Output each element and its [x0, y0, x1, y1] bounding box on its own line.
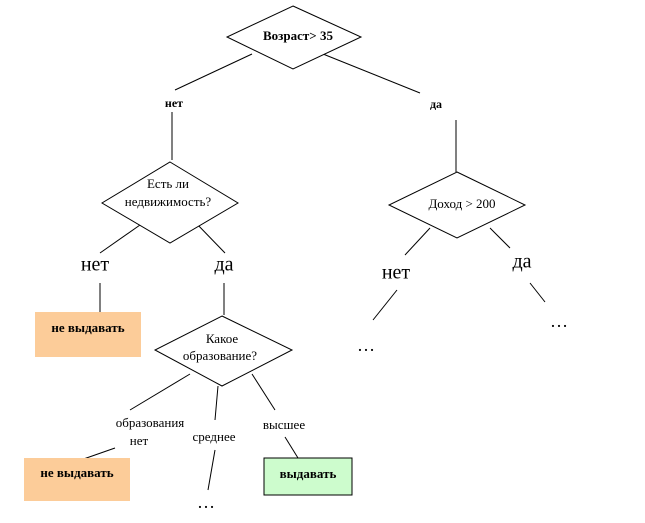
connectors	[74, 53, 546, 491]
edge-education-to-higher	[251, 373, 276, 411]
branch-label-income-yes: да	[512, 251, 531, 273]
decision-diamond	[225, 5, 363, 70]
decision-node-education: Какое образование?	[153, 315, 294, 387]
decision-diamond	[387, 171, 527, 239]
decision-label: Доход > 200	[428, 196, 495, 211]
leaf-label: не выдавать	[51, 320, 124, 335]
edge-education-to-secondary	[214, 385, 219, 421]
leaf-box	[24, 458, 130, 501]
branch-label-age-yes: да	[430, 97, 442, 111]
decision-diamond	[101, 161, 239, 244]
edge-income-to-no	[404, 227, 431, 256]
ellipsis-education-secondary: …	[197, 492, 215, 512]
edge-higher-to-approve-leaf	[284, 436, 299, 459]
branch-label-education-none-line2: нет	[130, 433, 149, 448]
decision-node-age: Возраст> 35	[225, 5, 363, 70]
decision-node-income: Доход > 200	[387, 171, 527, 239]
decision-diamond	[153, 315, 294, 387]
branch-label-education-none-line1: образования	[116, 415, 185, 430]
branch-label-property-yes: да	[214, 254, 233, 276]
branch-label-age-no: нет	[165, 96, 183, 110]
leaf-deny-property: не выдавать	[35, 312, 141, 357]
edge-income-to-yes	[489, 227, 511, 249]
ellipsis-income-yes: …	[550, 311, 568, 331]
edge-income-no-to-ellipsis	[372, 289, 398, 321]
decision-label-line1: Какое	[206, 331, 239, 346]
leaf-box	[263, 457, 353, 496]
leaf-approve-education: выдавать	[263, 457, 353, 496]
leaf-box	[35, 312, 141, 357]
edge-secondary-to-ellipsis	[207, 449, 216, 491]
branch-label-property-no: нет	[81, 254, 110, 276]
edge-property-to-no	[99, 224, 141, 254]
decision-label-line2: недвижимость?	[125, 194, 212, 209]
decision-label-line1: Есть ли	[147, 176, 189, 191]
edge-root-to-no	[174, 53, 253, 91]
leaf-label: не выдавать	[40, 465, 113, 480]
branch-label-income-no: нет	[382, 262, 411, 284]
edge-income-yes-to-ellipsis	[529, 282, 546, 303]
edge-property-to-yes	[194, 221, 226, 254]
branch-label-education-higher: высшее	[263, 417, 305, 432]
ellipsis-income-no: …	[357, 335, 375, 355]
leaf-deny-education: не выдавать	[24, 458, 130, 501]
branch-label-education-secondary: среднее	[193, 429, 236, 444]
decision-node-property: Есть ли недвижимость?	[101, 161, 239, 244]
decision-label-line2: образование?	[183, 348, 257, 363]
edge-education-to-none	[129, 373, 191, 411]
decision-label: Возраст> 35	[263, 28, 333, 43]
edge-root-to-yes	[322, 53, 421, 94]
leaf-label: выдавать	[280, 466, 337, 481]
